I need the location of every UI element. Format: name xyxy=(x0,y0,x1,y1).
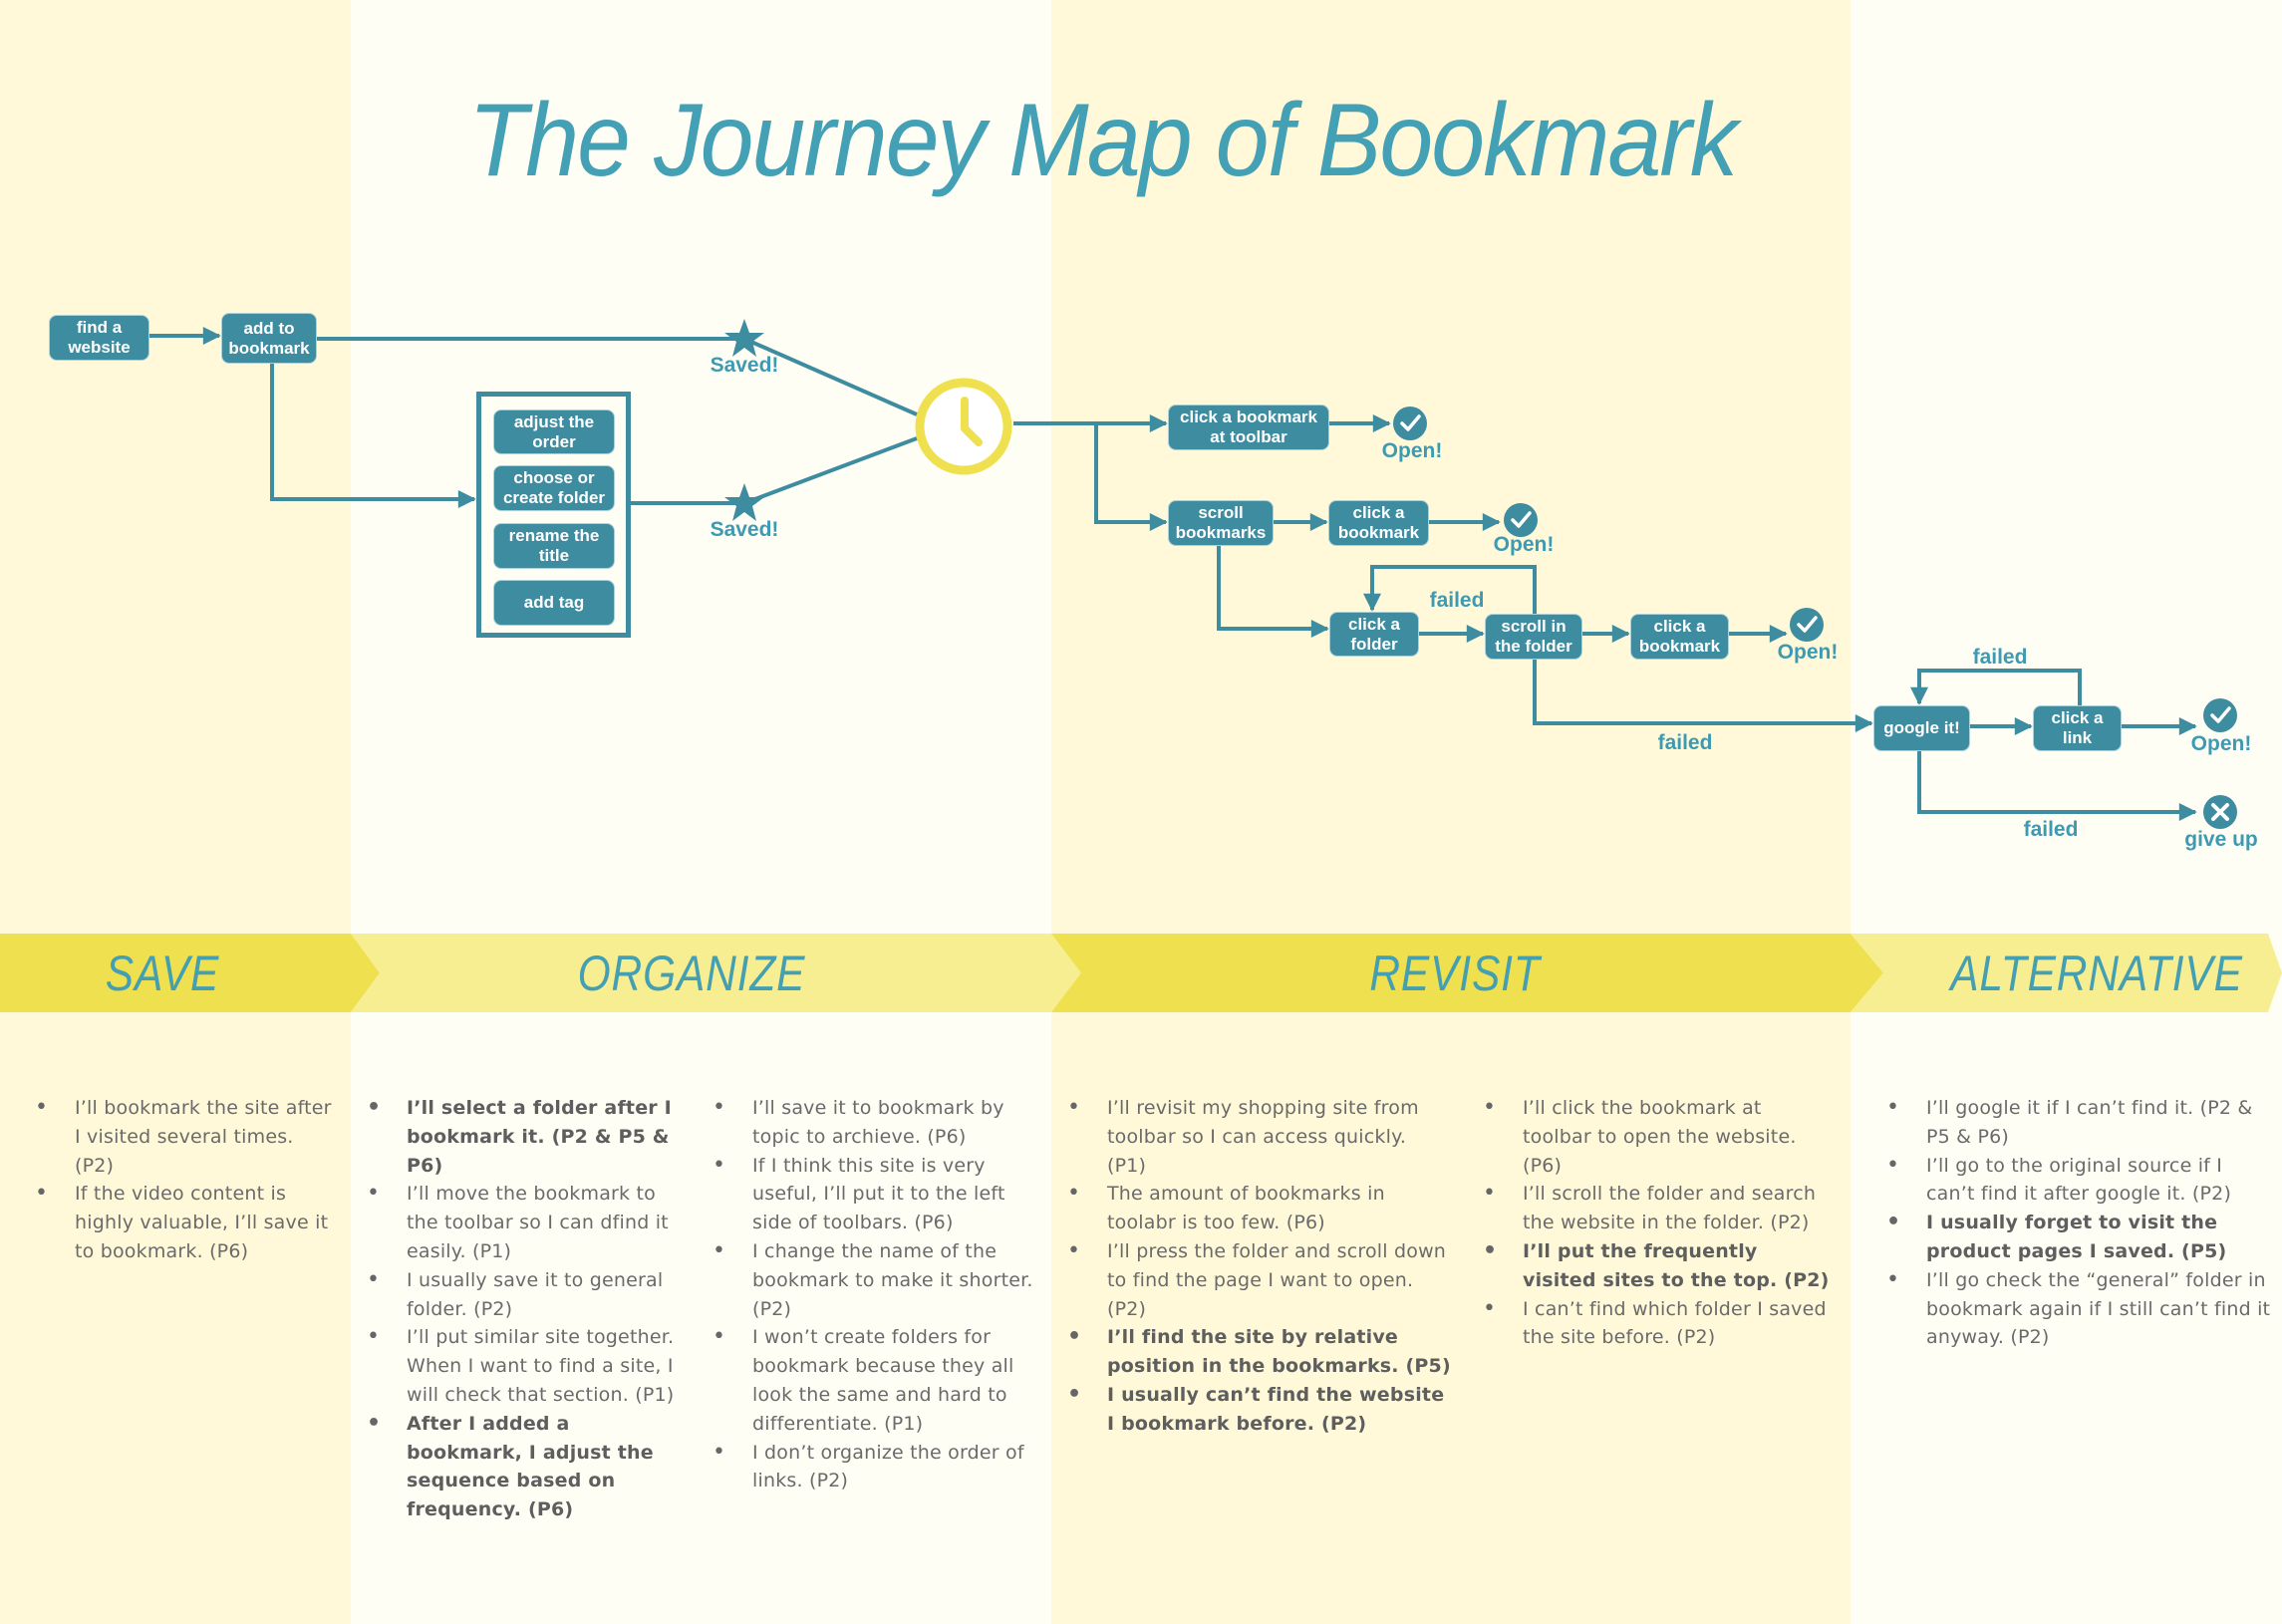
phase-label: ALTERNATIVE xyxy=(1950,945,2243,1001)
node-click-bookmark-2: click a bookmark xyxy=(1630,614,1729,660)
note-item: I’ll scroll the folder and search the we… xyxy=(1483,1180,1832,1237)
node-adjust-order: adjust the order xyxy=(493,409,615,454)
node-choose-folder: choose or create folder xyxy=(493,465,615,511)
check-circle-icon xyxy=(1393,406,1427,440)
edge-saved1-to-clock xyxy=(743,337,918,416)
edge-saved2-to-clock xyxy=(743,436,918,505)
node-click-link: click a link xyxy=(2033,705,2122,751)
check-circle-icon xyxy=(1790,608,1824,642)
saved-label: Saved! xyxy=(710,518,779,541)
node-google-it: google it! xyxy=(1873,705,1970,751)
check-circle-icon xyxy=(2203,698,2237,732)
edge-google-to-giveup xyxy=(1917,751,2197,821)
note-item: I’ll click the bookmark at toolbar to op… xyxy=(1483,1094,1832,1180)
open-label: Open! xyxy=(1493,533,1555,556)
note-item: I change the name of the bookmark to mak… xyxy=(713,1237,1046,1323)
note-item: If the video content is highly valuable,… xyxy=(35,1180,334,1265)
edge-google-failed-loop xyxy=(1910,669,2082,705)
failed-label: failed xyxy=(1429,589,1485,612)
note-item: I usually can’t find the website I bookm… xyxy=(1067,1381,1451,1439)
page-title: The Journey Map of Bookmark xyxy=(468,83,1738,198)
failed-label: failed xyxy=(2023,818,2079,841)
notes-organize-2: I’ll save it to bookmark by topic to arc… xyxy=(713,1094,1046,1495)
failed-label: failed xyxy=(1657,731,1713,754)
open-label: Open! xyxy=(1777,641,1839,664)
organize-actions-group xyxy=(476,392,631,638)
phase-arrow-organize xyxy=(351,934,1081,1012)
note-item: I’ll select a folder after I bookmark it… xyxy=(367,1094,691,1180)
check-circle-icon xyxy=(1504,503,1538,537)
phase-organize: ORGANIZE xyxy=(380,934,1002,1012)
edge-scroll-to-folder xyxy=(1217,546,1329,638)
notes-alternative: I’ll google it if I can’t find it. (P2 &… xyxy=(1886,1094,2275,1352)
note-item: I can’t find which folder I saved the si… xyxy=(1483,1295,1832,1353)
node-click-folder: click a folder xyxy=(1329,612,1419,657)
phase-arrow-revisit xyxy=(1051,934,1883,1012)
star-icon xyxy=(724,319,764,357)
phase-revisit: REVISIT xyxy=(1081,934,1829,1012)
node-add-tag: add tag xyxy=(493,580,615,626)
clock-icon xyxy=(915,378,1012,475)
note-item: I usually forget to visit the product pa… xyxy=(1886,1209,2275,1266)
failed-label: failed xyxy=(1972,646,2028,669)
note-item: I’ll go check the “general” folder in bo… xyxy=(1886,1266,2275,1352)
note-item: I’ll move the bookmark to the toolbar so… xyxy=(367,1180,691,1265)
edge-folder-failed-loop xyxy=(1363,565,1537,614)
phase-label: SAVE xyxy=(105,945,220,1001)
note-item: I’ll find the site by relative position … xyxy=(1067,1323,1451,1381)
edge-add-to-organize xyxy=(270,364,476,508)
node-click-toolbar: click a bookmark at toolbar xyxy=(1168,405,1329,450)
node-click-bookmark-1: click a bookmark xyxy=(1328,500,1429,546)
note-item: I’ll press the folder and scroll down to… xyxy=(1067,1237,1451,1323)
notes-organize-1: I’ll select a folder after I bookmark it… xyxy=(367,1094,691,1524)
note-item: If I think this site is very useful, I’l… xyxy=(713,1152,1046,1237)
note-item: I won’t create folders for bookmark beca… xyxy=(713,1323,1046,1438)
notes-revisit-1: I’ll revisit my shopping site from toolb… xyxy=(1067,1094,1451,1439)
notes-save: I’ll bookmark the site after I visited s… xyxy=(35,1094,334,1266)
node-scroll-bookmarks: scroll bookmarks xyxy=(1168,500,1274,546)
phase-banner xyxy=(0,934,2282,1012)
note-item: I usually save it to general folder. (P2… xyxy=(367,1266,691,1324)
note-item: I don’t organize the order of links. (P2… xyxy=(713,1439,1046,1496)
phase-arrow-alternative xyxy=(1851,934,2282,1012)
note-item: I’ll google it if I can’t find it. (P2 &… xyxy=(1886,1094,2275,1152)
phase-label: ORGANIZE xyxy=(577,945,805,1001)
phase-arrow-save xyxy=(0,934,380,1012)
flow-connectors xyxy=(149,319,2237,829)
edge-scrollfolder-failed-to-google xyxy=(1533,660,1873,732)
column-bg-save xyxy=(0,0,351,1624)
edge-clock-to-scroll xyxy=(1094,423,1168,531)
note-item: I’ll put the frequently visited sites to… xyxy=(1483,1237,1832,1295)
note-item: I’ll revisit my shopping site from toolb… xyxy=(1067,1094,1451,1180)
notes-revisit-2: I’ll click the bookmark at toolbar to op… xyxy=(1483,1094,1832,1352)
phase-alternative: ALTERNATIVE xyxy=(1883,934,2282,1012)
node-scroll-folder: scroll in the folder xyxy=(1485,614,1582,660)
star-icon xyxy=(724,483,764,521)
give-up-label: give up xyxy=(2184,828,2258,851)
note-item: I’ll put similar site together. When I w… xyxy=(367,1323,691,1409)
saved-label: Saved! xyxy=(710,354,779,377)
phase-save: SAVE xyxy=(0,934,325,1012)
note-item: I’ll bookmark the site after I visited s… xyxy=(35,1094,334,1180)
note-item: The amount of bookmarks in toolabr is to… xyxy=(1067,1180,1451,1237)
note-item: I’ll save it to bookmark by topic to arc… xyxy=(713,1094,1046,1152)
open-label: Open! xyxy=(2190,732,2252,755)
note-item: After I added a bookmark, I adjust the s… xyxy=(367,1410,691,1524)
x-circle-icon xyxy=(2203,795,2237,829)
phase-label: REVISIT xyxy=(1369,945,1541,1001)
node-rename-title: rename the title xyxy=(493,523,615,569)
open-label: Open! xyxy=(1381,439,1443,462)
node-add-to-bookmark: add to bookmark xyxy=(221,313,317,364)
note-item: I’ll go to the original source if I can’… xyxy=(1886,1152,2275,1210)
node-find-website: find a website xyxy=(49,315,149,361)
